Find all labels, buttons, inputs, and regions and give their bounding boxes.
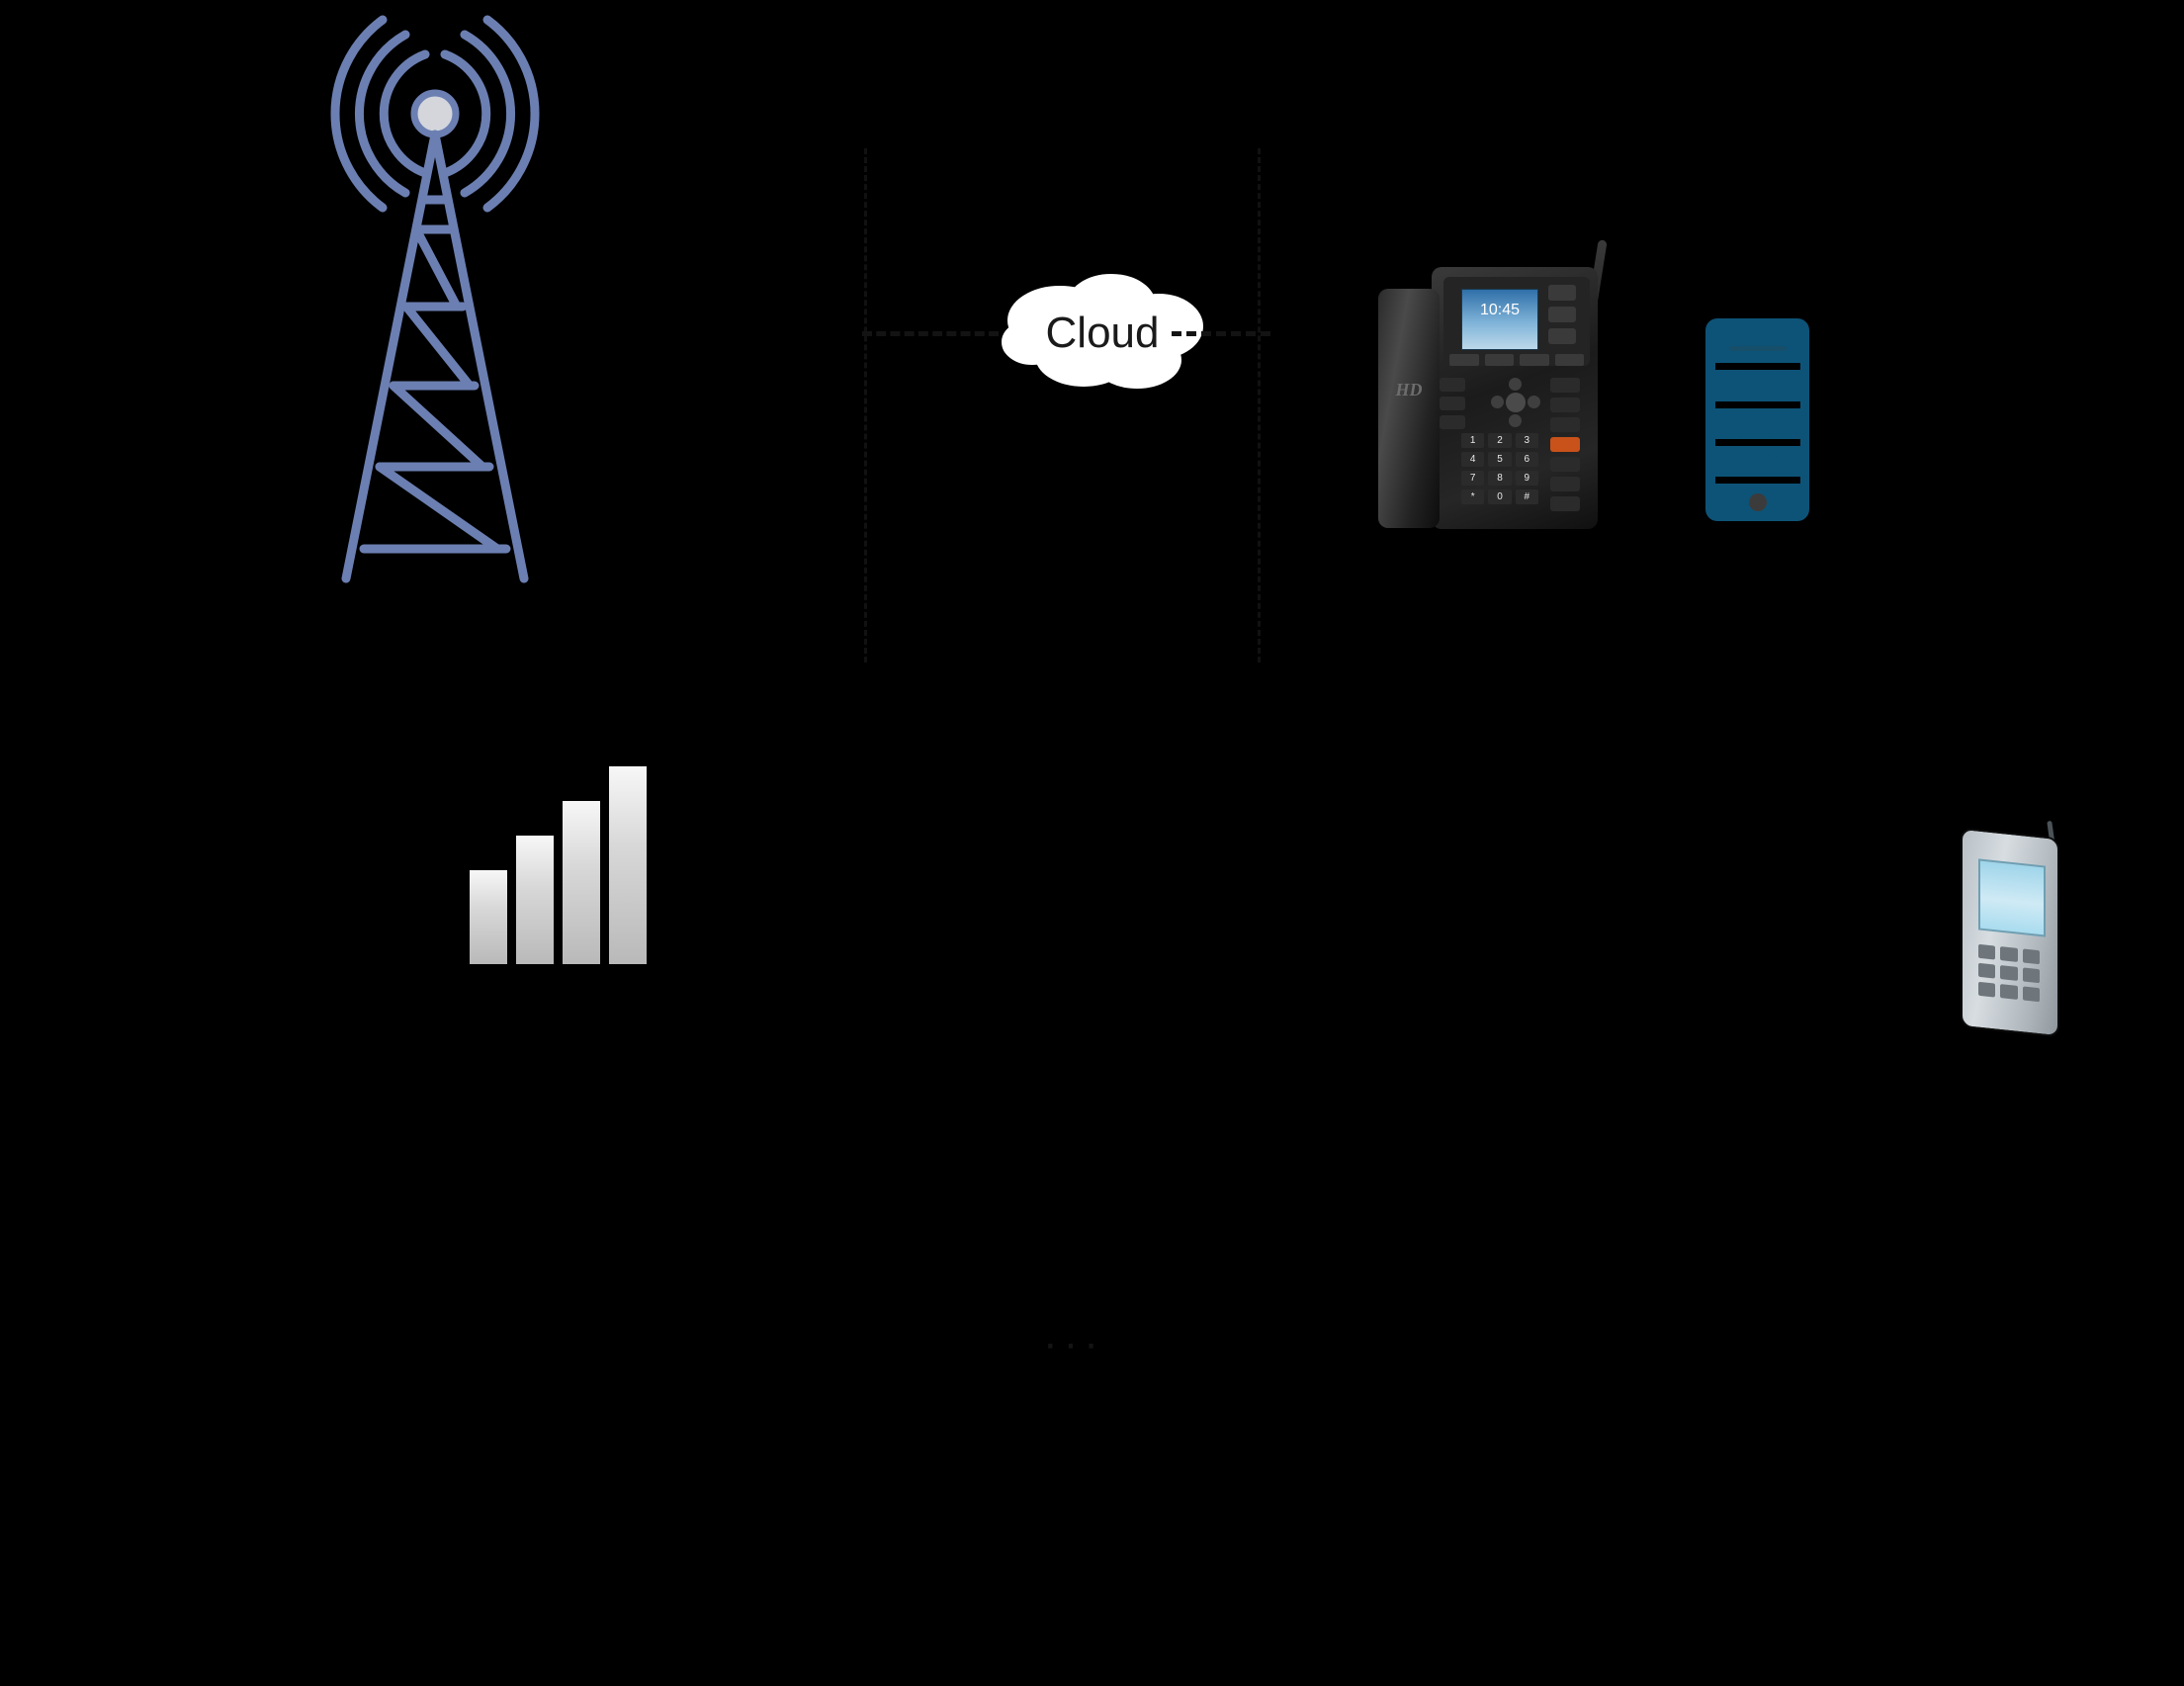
earpiece-icon [1729,346,1787,351]
dial-key: 4 [1461,452,1485,467]
home-button-icon [1749,493,1767,511]
cordless-handset-icon [1953,820,2071,1038]
dial-key: 0 [1488,489,1512,504]
memory-key [1440,415,1465,429]
mute-key [1550,398,1580,412]
line-key-column [1548,285,1576,344]
function-key-column [1550,378,1580,511]
signal-bar-1 [470,870,507,964]
line-key [1548,307,1576,322]
screen-clock: 10:45 [1479,302,1521,318]
nav-ok-button [1506,393,1526,412]
keypad-grid [1717,370,1798,458]
nav-down-icon [1509,414,1522,427]
soft-key [1484,354,1514,366]
speaker-key [1550,496,1580,511]
keypad-cell [1774,370,1798,397]
cloud-shape: Cloud [989,269,1216,398]
memory-key [1440,397,1465,410]
keypad-key [2000,946,2018,962]
headset-key [1550,457,1580,472]
signal-bar-3 [563,801,600,964]
line-key [1548,328,1576,344]
dial-key: 6 [1515,452,1538,467]
keypad-key [1978,962,1996,979]
keypad-cell [1717,370,1742,397]
nav-up-icon [1509,378,1522,391]
dial-key: # [1515,489,1538,504]
line-key [1548,285,1576,301]
soft-key [1520,354,1549,366]
signal-bar-4 [609,766,647,964]
cloud-label: Cloud [1045,309,1160,357]
cell-tower-icon [287,10,583,593]
dial-key: 2 [1488,433,1512,448]
nav-right-icon [1528,396,1540,408]
smartphone-icon [1705,318,1809,521]
keypad-cell [1745,370,1771,397]
message-indicator [1550,437,1580,452]
transfer-key [1550,378,1580,393]
keypad-key [2000,965,2018,981]
keypad-key [2022,967,2040,984]
dial-key: 1 [1461,433,1485,448]
dial-key: 8 [1488,471,1512,486]
keypad-key [2022,948,2040,965]
dial-key: * [1461,489,1485,504]
navigation-pad [1491,378,1540,427]
memory-key-column [1440,378,1465,429]
signal-bar-2 [516,836,554,964]
cloud-link-right [1172,331,1270,336]
dial-key: 7 [1461,471,1485,486]
signal-strength-icon [470,766,647,964]
handset-screen [1978,858,2046,937]
keypad-key [2000,984,2018,1000]
phone-screen: 10:45 [1461,289,1538,350]
soft-key [1554,354,1584,366]
handset-keypad [1978,943,2040,1003]
nav-left-icon [1491,396,1504,408]
redial-key [1550,477,1580,491]
soft-key-row [1449,354,1584,366]
ellipsis-separator: ··· [1043,1319,1104,1368]
dial-key: 3 [1515,433,1538,448]
dial-key: 5 [1488,452,1512,467]
keypad-key [1978,981,1996,998]
memory-key [1440,378,1465,392]
phone-handset: HD [1378,289,1440,528]
cloud-link-left [862,331,999,336]
keypad-key [2022,986,2040,1003]
dial-key: 9 [1515,471,1538,486]
hd-audio-label: HD [1395,380,1423,399]
grid-rule [1715,363,1800,370]
vertical-divider-left [864,148,867,663]
hold-key [1550,417,1580,432]
keypad-key [1978,943,1996,960]
grid-rule [1715,477,1800,484]
soft-key [1449,354,1479,366]
grid-rule [1715,439,1800,446]
vertical-divider-right [1258,148,1261,663]
grid-rule [1715,401,1800,408]
